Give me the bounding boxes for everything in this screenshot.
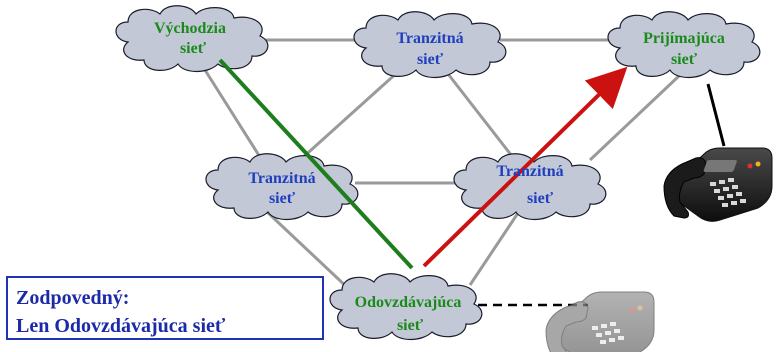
receiving-phone-link <box>706 83 726 147</box>
label-sending-line1: Odovzdávajúca <box>355 294 462 311</box>
link-transit-left-sending <box>263 208 352 292</box>
label-transit-left-line1: Tranzitná <box>248 170 315 187</box>
label-transit-right-line2: sieť <box>527 190 554 207</box>
responsibility-legend: Zodpovedný: Len Odovzdávajúca sieť <box>6 276 324 340</box>
label-transit-right-line1: Tranzitná <box>496 163 563 180</box>
label-transit-left-line2: sieť <box>269 190 296 207</box>
label-source-line1: Východzia <box>154 20 226 37</box>
green-path-line <box>218 58 414 270</box>
telephone-icon <box>545 291 655 352</box>
label-receiving-line1: Prijímajúca <box>643 30 725 47</box>
link-transit-top-transit-left <box>298 68 402 162</box>
cloud-transit-right <box>453 153 607 221</box>
link-source-transit-left <box>203 69 267 166</box>
cloud-transit-top <box>353 11 507 79</box>
link-transit-top-transit-right <box>443 69 517 161</box>
cloud-sending <box>329 273 483 341</box>
label-receiving-line2: sieť <box>671 51 698 68</box>
link-transit-right-sending <box>468 209 522 286</box>
legend-text: Len Odovzdávajúca sieť <box>16 315 226 337</box>
label-transit-top-line1: Tranzitná <box>396 30 463 47</box>
label-transit-top-line2: sieť <box>417 51 444 68</box>
legend-title: Zodpovedný: <box>16 287 130 309</box>
label-source-line2: sieť <box>180 40 207 57</box>
cloud-receiving <box>607 11 761 79</box>
telephone-icon <box>663 147 773 222</box>
red-path-arrow <box>422 66 628 268</box>
network-links <box>203 38 682 292</box>
cloud-source <box>115 5 269 73</box>
link-receiving-transit-right <box>588 73 682 162</box>
label-sending-line2: sieť <box>397 317 424 334</box>
